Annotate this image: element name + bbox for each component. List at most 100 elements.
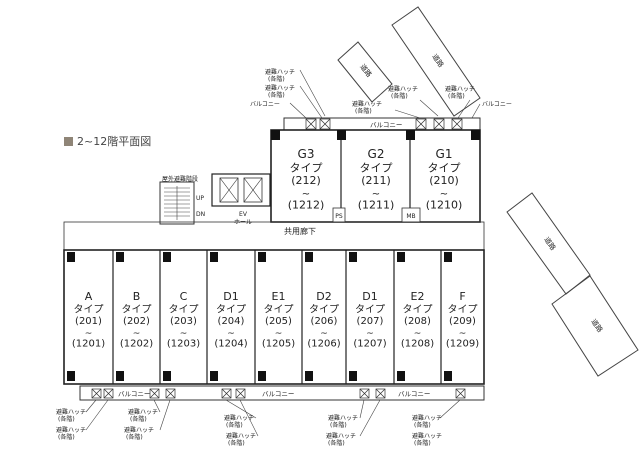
unit-4-name: D1 bbox=[223, 290, 238, 303]
road-label-1: 道路 bbox=[358, 62, 374, 79]
hatch-note-b9: (各階) bbox=[414, 421, 431, 429]
floor-title-text: 2~12階平面図 bbox=[77, 135, 152, 148]
hatch-note-1: (各階) bbox=[268, 75, 285, 83]
unit-8-tilde: ~ bbox=[414, 329, 422, 339]
title-marker bbox=[64, 136, 73, 146]
road-block-3: 道路 bbox=[506, 192, 591, 295]
upper-wing: バルコニー PS MB G3タイプ(212)~(1212)G2タイプ(211)~… bbox=[270, 117, 481, 223]
column bbox=[305, 252, 313, 262]
mb-label-upper: MB bbox=[406, 213, 415, 220]
road-block-1: 道路 bbox=[337, 41, 393, 103]
unit-6-room2: (1206) bbox=[307, 338, 340, 349]
column bbox=[444, 371, 452, 381]
unit-4-room: (204) bbox=[218, 316, 245, 327]
unit-g2-name: G2 bbox=[368, 147, 385, 161]
stair-up-label: UP bbox=[196, 195, 204, 202]
lower-wing: Aタイプ(201)~(1201)Bタイプ(202)~(1202)Cタイプ(203… bbox=[63, 249, 485, 401]
lower-hatches bbox=[91, 388, 466, 399]
hatch-label-b3: 避難ハッチ bbox=[128, 408, 158, 416]
elevator: EV ホール bbox=[211, 173, 271, 226]
column bbox=[397, 371, 405, 381]
lower-balcony-label-2: バルコニー bbox=[262, 390, 294, 398]
hatch-label-5: 避難ハッチ bbox=[445, 85, 475, 93]
hatch-note-2: (各階) bbox=[268, 91, 285, 99]
hatch-note-b1: (各階) bbox=[58, 415, 75, 423]
unit-g3-room: (212) bbox=[291, 174, 321, 187]
road-label-2: 道路 bbox=[430, 52, 445, 69]
upper-hatches bbox=[305, 118, 463, 130]
hatch-label-b5: 避難ハッチ bbox=[224, 414, 254, 422]
column bbox=[444, 252, 452, 262]
column bbox=[349, 252, 357, 262]
unit-3-room2: (1203) bbox=[167, 338, 200, 349]
hatch-label-b8: 避難ハッチ bbox=[326, 432, 356, 440]
unit-4-type: タイプ bbox=[216, 304, 246, 316]
unit-g3-tilde: ~ bbox=[302, 189, 310, 200]
column bbox=[163, 252, 171, 262]
column bbox=[305, 371, 313, 381]
hatch-note-3: (各階) bbox=[355, 107, 372, 115]
unit-7-tilde: ~ bbox=[366, 329, 374, 339]
common-corridor bbox=[63, 221, 485, 251]
unit-6-name: D2 bbox=[316, 290, 331, 303]
hatch-label-1: 避難ハッチ bbox=[265, 68, 295, 76]
column bbox=[116, 252, 124, 262]
column bbox=[163, 371, 171, 381]
corridor-label: 共用廊下 bbox=[284, 226, 316, 236]
hatch-label-b9: 避難ハッチ bbox=[412, 414, 442, 422]
unit-2-room2: (1202) bbox=[120, 338, 153, 349]
column bbox=[210, 371, 218, 381]
hall-label: ホール bbox=[234, 219, 252, 226]
unit-7-name: D1 bbox=[362, 290, 377, 303]
hatch-label-3: 避難ハッチ bbox=[352, 100, 382, 108]
hatch-note-b2: (各階) bbox=[58, 433, 75, 441]
column bbox=[258, 371, 266, 381]
unit-1-room: (201) bbox=[75, 316, 102, 327]
unit-5-name: E1 bbox=[272, 290, 286, 303]
unit-g1-room2: (1210) bbox=[426, 198, 463, 211]
unit-g2-type: タイプ bbox=[360, 162, 393, 175]
unit-3-tilde: ~ bbox=[180, 329, 188, 339]
unit-7-room2: (1207) bbox=[353, 338, 386, 349]
floor-title: 2~12階平面図 bbox=[64, 133, 151, 149]
unit-9-name: F bbox=[459, 290, 465, 303]
unit-g2-room2: (1211) bbox=[358, 198, 395, 211]
column bbox=[349, 371, 357, 381]
unit-7-type: タイプ bbox=[355, 304, 385, 316]
unit-g1-tilde: ~ bbox=[440, 189, 448, 200]
unit-8-type: タイプ bbox=[403, 304, 433, 316]
hatch-note-b3: (各階) bbox=[130, 415, 147, 423]
hatch-note-b8: (各階) bbox=[328, 439, 345, 447]
column bbox=[397, 252, 405, 262]
unit-g1-name: G1 bbox=[436, 147, 453, 161]
unit-2-room: (202) bbox=[123, 316, 150, 327]
hatch-note-b7: (各階) bbox=[330, 421, 347, 429]
hatch-note-b5: (各階) bbox=[226, 421, 243, 429]
unit-6-tilde: ~ bbox=[320, 329, 328, 339]
hatch-label-b4: 避難ハッチ bbox=[124, 426, 154, 434]
bottom-annotations: 避難ハッチ (各階) 避難ハッチ (各階) 避難ハッチ (各階) 避難ハッチ (… bbox=[56, 399, 461, 447]
unit-5-tilde: ~ bbox=[275, 329, 283, 339]
unit-6-room: (206) bbox=[311, 316, 338, 327]
unit-5-room: (205) bbox=[265, 316, 292, 327]
unit-4-tilde: ~ bbox=[227, 329, 235, 339]
hatch-label-b1: 避難ハッチ bbox=[56, 408, 86, 416]
road-block-4: 道路 bbox=[551, 275, 639, 377]
column bbox=[258, 252, 266, 262]
unit-g3-name: G3 bbox=[298, 147, 315, 161]
stair-dn-label: DN bbox=[196, 211, 205, 218]
outer-stair: UP DN 屋外避難階段 bbox=[159, 175, 205, 225]
hatch-label-4: 避難ハッチ bbox=[388, 85, 418, 93]
